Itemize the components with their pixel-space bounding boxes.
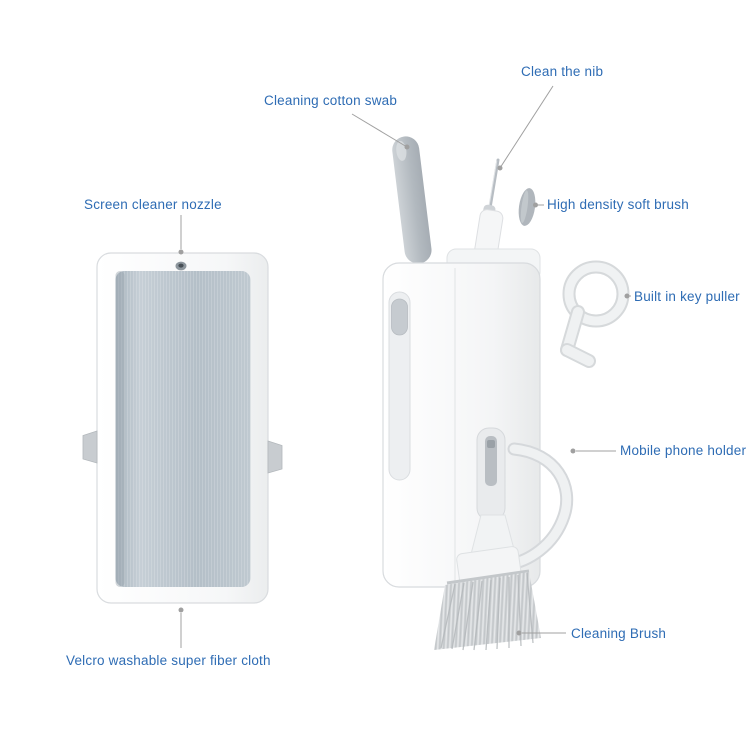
cloth-fold-shadow	[115, 271, 125, 587]
label-key-puller: Built in key puller	[634, 289, 740, 304]
dot-cleaning-brush	[516, 630, 522, 636]
dot-cotton-swab	[404, 144, 410, 150]
leader-cotton-swab	[351, 113, 408, 148]
leader-clean-nib	[499, 85, 554, 169]
brush-band	[446, 569, 530, 585]
dot-key-puller	[624, 293, 630, 299]
label-phone-holder: Mobile phone holder	[620, 443, 747, 458]
slot-tool	[485, 436, 497, 486]
label-soft-brush: High density soft brush	[547, 197, 689, 212]
key-puller	[560, 260, 630, 368]
soft-brush-tip	[518, 188, 536, 226]
dot-screen-nozzle	[178, 249, 184, 255]
key-puller-ring-face	[564, 262, 628, 326]
spray-nozzle-hole-center	[178, 263, 184, 268]
label-cleaning-brush: Cleaning Brush	[571, 626, 667, 641]
right-mount-tab	[267, 440, 283, 474]
slot-tool-hole	[487, 440, 495, 448]
label-fiber-cloth: Velcro washable super fiber cloth	[66, 653, 271, 668]
nib-needle	[487, 158, 500, 216]
cleaning-brush	[434, 546, 541, 651]
brush-bristles	[434, 572, 541, 650]
key-puller-foot-face	[562, 345, 594, 366]
side-slider-button	[391, 298, 408, 336]
brush-bristle-strands	[440, 572, 534, 651]
left-mount-tab	[82, 430, 98, 464]
leader-lines	[180, 85, 631, 648]
phone-holder-loop	[499, 442, 574, 572]
dot-phone-holder	[570, 448, 576, 454]
dot-fiber-cloth	[178, 607, 184, 613]
side-slider-channel	[388, 291, 411, 481]
label-clean-nib: Clean the nib	[521, 64, 604, 79]
nib-needle-highlight	[487, 160, 498, 213]
cloth-texture	[115, 271, 251, 587]
label-screen-nozzle: Screen cleaner nozzle	[84, 197, 222, 212]
cotton-swab	[392, 136, 432, 264]
leader-dots	[178, 144, 630, 636]
label-cotton-swab: Cleaning cotton swab	[264, 93, 398, 108]
dot-clean-nib	[497, 165, 503, 171]
dot-soft-brush	[533, 202, 538, 208]
multi-tool-device	[382, 136, 630, 651]
screen-cleaner-device	[82, 252, 283, 604]
